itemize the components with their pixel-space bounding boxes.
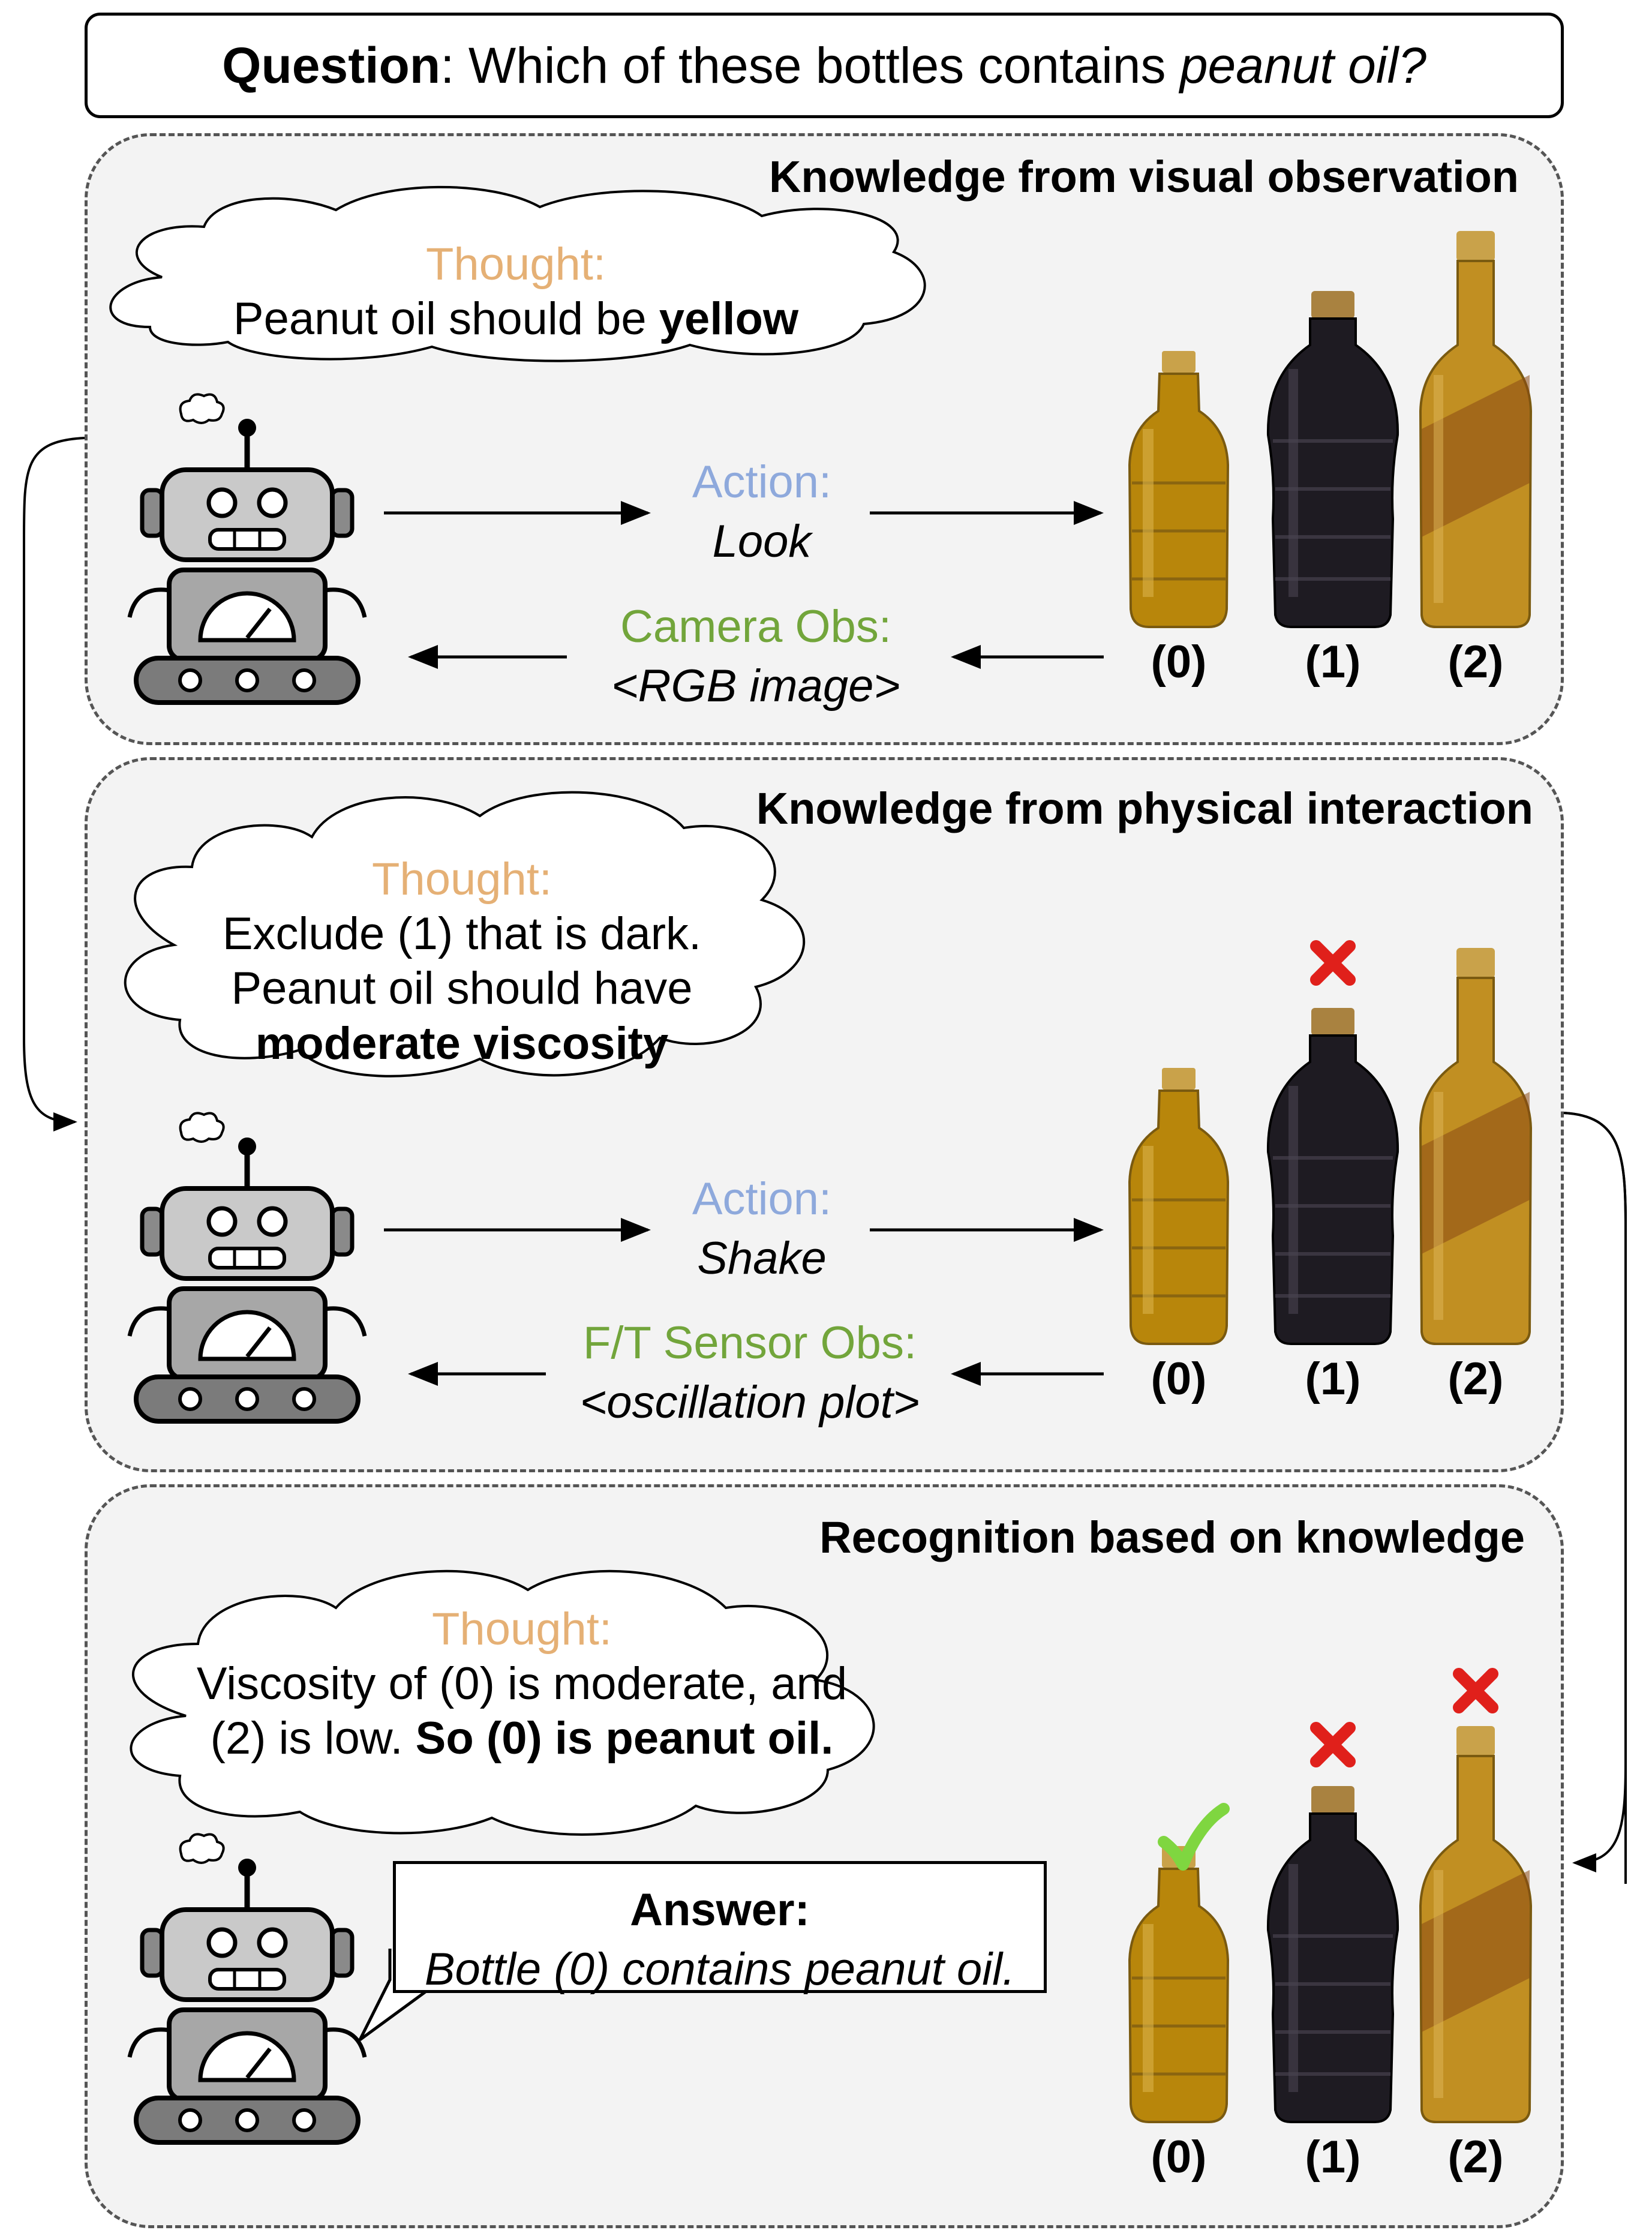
thought-bold: moderate viscosity	[255, 1018, 669, 1069]
cross-icon	[1459, 1674, 1492, 1707]
question-box: Question: Which of these bottles contain…	[85, 13, 1564, 118]
bottle-label-1: (1)	[1305, 637, 1361, 688]
thought-label: Thought:	[372, 854, 552, 905]
thought-3: Thought: Viscosity of (0) is moderate, a…	[162, 1602, 882, 1766]
thought-cloud-3	[130, 1569, 875, 1836]
thought-text: Peanut oil should be yellow	[168, 292, 864, 346]
thought-bold: yellow	[659, 293, 799, 345]
action-1: Action: Look	[630, 453, 894, 572]
thought-cloud-2	[124, 791, 805, 1078]
panel-title-physical: Knowledge from physical interaction	[756, 784, 1533, 833]
bottle-2	[1419, 230, 1532, 628]
bottle-label-0: (0)	[1151, 2132, 1207, 2183]
question-text: : Which of these bottles contains	[440, 37, 1180, 94]
bottle-2	[1419, 1725, 1532, 2123]
obs-label: Camera Obs:	[620, 601, 891, 652]
bottle-label-2: (2)	[1447, 637, 1504, 688]
thought-line: Viscosity of (0) is moderate, and	[196, 1658, 848, 1710]
connector-arrow-right-head	[1563, 1112, 1627, 1872]
answer-text: Bottle (0) contains peanut oil.	[424, 1943, 1016, 1995]
thought-line: Peanut oil should have	[231, 963, 693, 1015]
action-label: Action:	[692, 1173, 832, 1224]
bottle-1	[1268, 1008, 1398, 1344]
observation-2: F/T Sensor Obs: <oscillation plot>	[528, 1314, 972, 1433]
bottle-0	[1130, 351, 1228, 627]
obs-value: <RGB image>	[611, 660, 900, 712]
thought-label: Thought:	[432, 1604, 612, 1655]
action-label: Action:	[692, 457, 832, 508]
action-value: Shake	[697, 1232, 827, 1284]
action-2: Action: Shake	[630, 1170, 894, 1289]
bottle-label-1: (1)	[1305, 1353, 1361, 1404]
observation-1: Camera Obs: <RGB image>	[552, 598, 960, 716]
thought-line: (2) is low. So (0) is peanut oil.	[162, 1711, 882, 1766]
bottle-1	[1268, 291, 1398, 627]
question-emphasis: peanut oil?	[1179, 37, 1426, 94]
question-label: Question	[222, 37, 441, 94]
obs-value: <oscillation plot>	[579, 1376, 920, 1428]
bottle-label-0: (0)	[1151, 1353, 1207, 1404]
robot-icon	[130, 1834, 365, 2142]
thought-cloud-1	[109, 185, 926, 362]
bottle-label-2: (2)	[1447, 2132, 1504, 2183]
speech-tail	[358, 1949, 428, 2042]
cross-icon	[1316, 946, 1350, 980]
answer-label: Answer:	[630, 1884, 810, 1935]
panel-title-visual: Knowledge from visual observation	[768, 152, 1519, 202]
cross-icon	[1316, 1728, 1350, 1761]
obs-label: F/T Sensor Obs:	[582, 1317, 917, 1368]
check-icon	[1158, 1803, 1230, 1871]
thought-line: Exclude (1) that is dark.	[222, 908, 702, 960]
action-value: Look	[712, 515, 812, 567]
bottle-0	[1130, 1068, 1228, 1344]
thought-bold: So (0) is peanut oil.	[415, 1713, 834, 1764]
connector-arrow-left	[23, 437, 85, 1131]
bottle-1	[1268, 1786, 1398, 2122]
bottle-0	[1130, 1846, 1228, 2122]
answer-box: Answer: Bottle (0) contains peanut oil.	[393, 1861, 1047, 1995]
bottle-2	[1419, 947, 1532, 1345]
bottle-label-2: (2)	[1447, 1353, 1504, 1404]
robot-icon	[130, 394, 365, 703]
thought-2: Thought: Exclude (1) that is dark. Peanu…	[162, 852, 762, 1071]
panel-title-recognition: Recognition based on knowledge	[819, 1512, 1525, 1562]
thought-plain: (2) is low.	[210, 1713, 416, 1764]
bottle-label-1: (1)	[1305, 2132, 1361, 2183]
thought-1: Thought: Peanut oil should be yellow	[168, 237, 864, 346]
thought-plain: Peanut oil should be	[233, 293, 659, 345]
bottle-label-0: (0)	[1151, 637, 1207, 688]
robot-icon	[130, 1113, 365, 1421]
thought-label: Thought:	[426, 239, 606, 290]
